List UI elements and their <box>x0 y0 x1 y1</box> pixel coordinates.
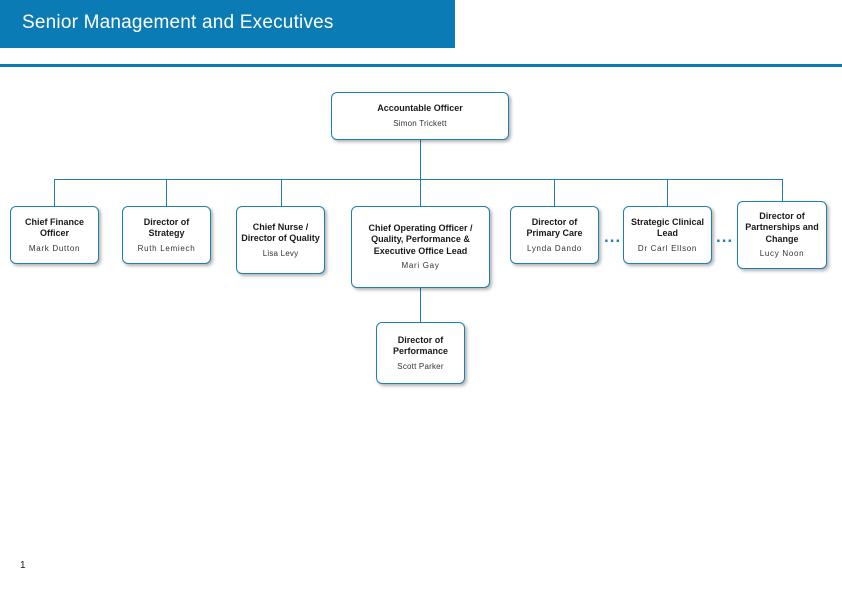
node-chief-finance-officer[interactable]: Chief Finance Officer Mark Dutton <box>10 206 99 264</box>
node-title: Strategic Clinical Lead <box>630 216 705 239</box>
node-chief-nurse-director-of-quality[interactable]: Chief Nurse / Director of Quality Lisa L… <box>236 206 325 274</box>
node-title: Director of Primary Care <box>526 216 583 239</box>
separator-dots-1: ... <box>604 227 622 246</box>
separator-dots-2: ... <box>716 227 734 246</box>
page-number: 1 <box>20 560 26 571</box>
node-accountable-officer[interactable]: Accountable Officer Simon Trickett <box>331 92 509 140</box>
node-title: Director of Strategy <box>143 216 190 239</box>
node-person: Scott Parker <box>397 361 444 371</box>
node-chief-operating-officer[interactable]: Chief Operating Officer / Quality, Perfo… <box>351 206 490 288</box>
node-director-of-partnerships-and-change[interactable]: Director of Partnerships and Change Lucy… <box>737 201 827 269</box>
node-title: Chief Nurse / Director of Quality <box>241 221 320 244</box>
node-person: Lucy Noon <box>759 249 805 259</box>
page-title: Senior Management and Executives <box>22 12 334 33</box>
node-person: Ruth Lemiech <box>137 243 196 253</box>
node-person: Simon Trickett <box>393 118 447 128</box>
node-person: Dr Carl Ellson <box>637 243 698 253</box>
node-person: Lisa Levy <box>262 248 299 258</box>
node-strategic-clinical-lead[interactable]: Strategic Clinical Lead Dr Carl Ellson <box>623 206 712 264</box>
connector-drop-7 <box>782 179 783 206</box>
node-title: Director of Partnerships and Change <box>745 210 819 244</box>
node-person: Mark Dutton <box>28 243 81 253</box>
node-title: Director of Performance <box>392 334 449 357</box>
header-divider <box>0 64 842 67</box>
connector-drop-4 <box>420 179 421 206</box>
node-director-of-performance[interactable]: Director of Performance Scott Parker <box>376 322 465 384</box>
connector-drop-2 <box>166 179 167 206</box>
connector-drop-1 <box>54 179 55 206</box>
node-title: Chief Finance Officer <box>24 216 84 239</box>
node-person: Lynda Dando <box>527 243 582 253</box>
node-title: Accountable Officer <box>377 103 463 114</box>
connector-bus <box>54 179 782 180</box>
node-director-of-primary-care[interactable]: Director of Primary Care Lynda Dando <box>510 206 599 264</box>
connector-drop-3 <box>281 179 282 206</box>
node-title: Chief Operating Officer / Quality, Perfo… <box>368 222 473 256</box>
connector-drop-6 <box>667 179 668 206</box>
connector-drop-performance <box>420 288 421 322</box>
header-title-block: Senior Management and Executives <box>0 0 455 48</box>
header-band: Senior Management and Executives <box>0 0 842 67</box>
node-director-of-strategy[interactable]: Director of Strategy Ruth Lemiech <box>122 206 211 264</box>
node-person: Mari Gay <box>401 261 440 271</box>
connector-drop-5 <box>554 179 555 206</box>
connector-root-down <box>420 140 421 179</box>
